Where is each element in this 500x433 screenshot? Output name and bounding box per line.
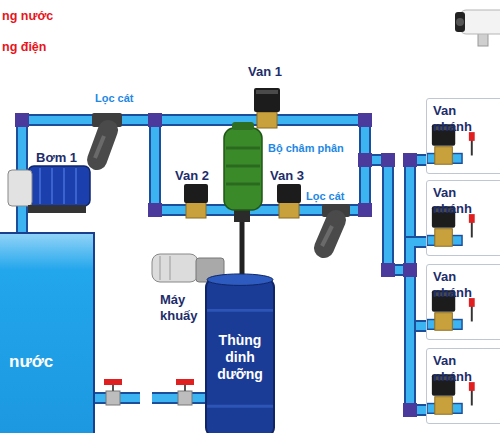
filter-label: Lọc cát	[306, 186, 345, 204]
node-text: Van nhánh	[433, 269, 497, 300]
legend-text: ng nước	[2, 9, 53, 24]
pump	[28, 166, 90, 206]
mixer-label: Máy khuấy	[160, 292, 214, 323]
mixer	[152, 254, 198, 282]
pump-label: Bơm 1	[36, 150, 77, 166]
camera	[455, 12, 465, 32]
bypass-pipe	[155, 120, 365, 210]
legend-text: ng điện	[2, 37, 46, 55]
sand-filter	[95, 136, 104, 158]
hand-valve	[104, 379, 122, 405]
pump	[28, 205, 86, 213]
legend-text: ng điện	[2, 40, 46, 55]
pipe-joint	[403, 263, 417, 277]
hand-valve	[112, 384, 114, 391]
sand-filter	[322, 204, 350, 248]
solenoid-valve	[184, 184, 208, 218]
pipe-joint	[381, 153, 395, 167]
node-text: Van nhánh	[433, 185, 497, 216]
fertilizer-doser	[224, 128, 262, 210]
camera	[456, 18, 464, 26]
hand-valve	[106, 391, 120, 405]
doser-label: Bộ châm phân	[268, 142, 344, 155]
pipe-joint	[148, 203, 162, 217]
pump	[8, 170, 32, 206]
fertilizer-doser	[232, 122, 254, 130]
valve-label: Van 2	[175, 166, 209, 184]
node-text: Van nhánh	[433, 103, 497, 134]
node-text: Van nhánh	[433, 353, 497, 384]
branch-valve-box: Van nhánh	[426, 98, 500, 174]
mixer	[159, 256, 161, 280]
filter-label: Lọc cát	[306, 190, 345, 203]
pump	[75, 168, 77, 204]
node-text: Thùng dinh dưỡng	[207, 332, 273, 382]
pipe-joint	[358, 153, 372, 167]
doser-label: Bộ châm phân	[268, 138, 344, 156]
solenoid-valve	[256, 90, 278, 94]
camera	[460, 10, 500, 34]
branch-valve-box: Van nhánh	[426, 180, 500, 256]
hand-valve	[178, 391, 192, 405]
solenoid-valve	[254, 88, 280, 112]
pipe-joint	[381, 263, 395, 277]
pipe-joint	[358, 203, 372, 217]
solenoid-valve	[279, 202, 299, 218]
pump-label: Bơm 1	[36, 148, 77, 166]
fertilizer-doser	[226, 147, 260, 150]
solenoid-valve	[277, 184, 301, 218]
mixer-label: Máy khuấy	[160, 292, 214, 324]
pipe-joint	[148, 113, 162, 127]
filter-label: Lọc cát	[95, 88, 134, 106]
pipe-joint	[358, 113, 372, 127]
camera	[455, 10, 500, 46]
valve-label: Van 2	[175, 168, 209, 184]
pipe-joint	[15, 113, 29, 127]
water-tank: nước	[0, 232, 95, 433]
pump	[8, 166, 90, 213]
hand-valve	[176, 379, 194, 385]
fertilizer-doser	[226, 165, 260, 168]
bypass-pipe	[155, 120, 365, 210]
drum-outline	[206, 274, 274, 433]
hand-valve	[176, 379, 194, 405]
fertilizer-doser	[240, 215, 245, 280]
sand-filter	[92, 113, 122, 160]
node-text: nước	[9, 352, 83, 372]
pump	[63, 168, 65, 204]
drain-pipe	[95, 392, 140, 404]
valve-label: Van 1	[248, 64, 282, 80]
valve-label: Van 3	[270, 168, 304, 184]
solenoid-valve	[257, 112, 277, 128]
solenoid-valve	[186, 202, 206, 218]
hand-valve	[184, 384, 186, 391]
legend-text: ng nước	[2, 6, 53, 24]
valve-label: Van 1	[248, 62, 282, 80]
solenoid-valve	[277, 184, 301, 203]
pump	[39, 168, 41, 204]
drain-pipe	[152, 392, 205, 404]
mixer	[169, 256, 171, 280]
pipe-joint	[403, 153, 417, 167]
branch-valve-box: Van nhánh	[426, 348, 500, 424]
branch-valve-box: Van nhánh	[426, 264, 500, 340]
solenoid-valve	[254, 88, 280, 128]
bypass-pipe	[155, 120, 365, 210]
nutrient-drum: Thùng dinh dưỡng	[205, 272, 275, 433]
fertilizer-doser	[224, 122, 262, 280]
filter-label: Lọc cát	[95, 92, 134, 105]
pipe-joint	[403, 403, 417, 417]
sand-filter	[322, 226, 332, 246]
pump	[51, 168, 53, 204]
solenoid-valve	[184, 184, 208, 203]
valve-label: Van 3	[270, 166, 304, 184]
fertilizer-doser	[226, 183, 260, 186]
hand-valve	[104, 379, 122, 385]
